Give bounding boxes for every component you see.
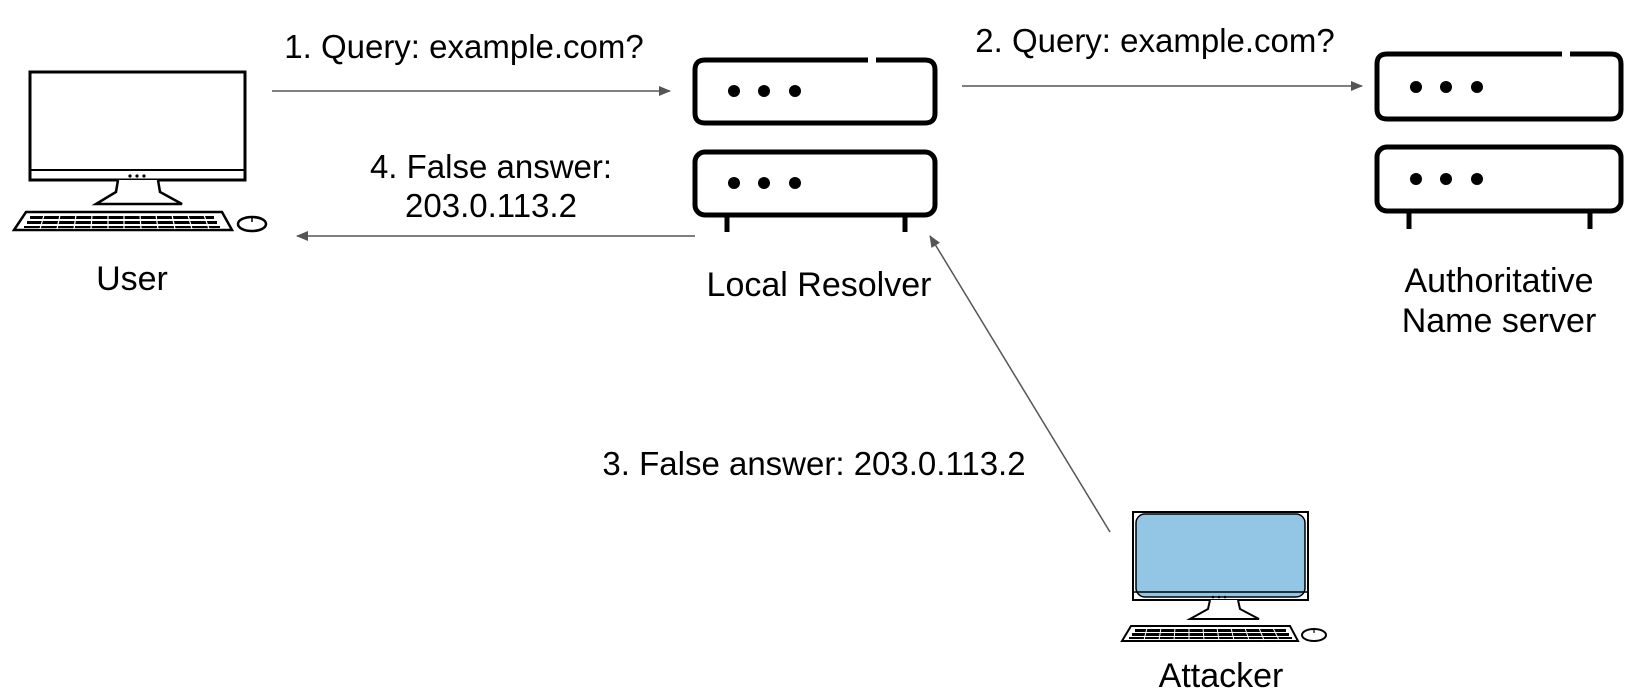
- user-label: User: [96, 260, 168, 298]
- attacker-label: Attacker: [1159, 657, 1284, 693]
- local-resolver-server-icon: [692, 56, 938, 232]
- authoritative-label-line-1: Authoritative: [1405, 262, 1594, 300]
- arrow-step-3: [929, 235, 1111, 533]
- local-resolver-label: Local Resolver: [707, 266, 932, 304]
- authoritative-name-server-icon: [1374, 50, 1624, 229]
- user-computer-icon: [11, 70, 268, 233]
- attacker-screen: [1135, 513, 1306, 598]
- step-4-label-line-2: 203.0.113.2: [405, 187, 577, 224]
- attacker-computer-icon: [1120, 511, 1327, 642]
- step-4-label-line-1: 4. False answer:: [370, 148, 612, 185]
- step-3-label: 3. False answer: 203.0.113.2: [602, 445, 1025, 482]
- step-1-label: 1. Query: example.com?: [284, 28, 644, 65]
- authoritative-label-line-2: Name server: [1402, 302, 1597, 340]
- step-2-label: 2. Query: example.com?: [975, 22, 1335, 59]
